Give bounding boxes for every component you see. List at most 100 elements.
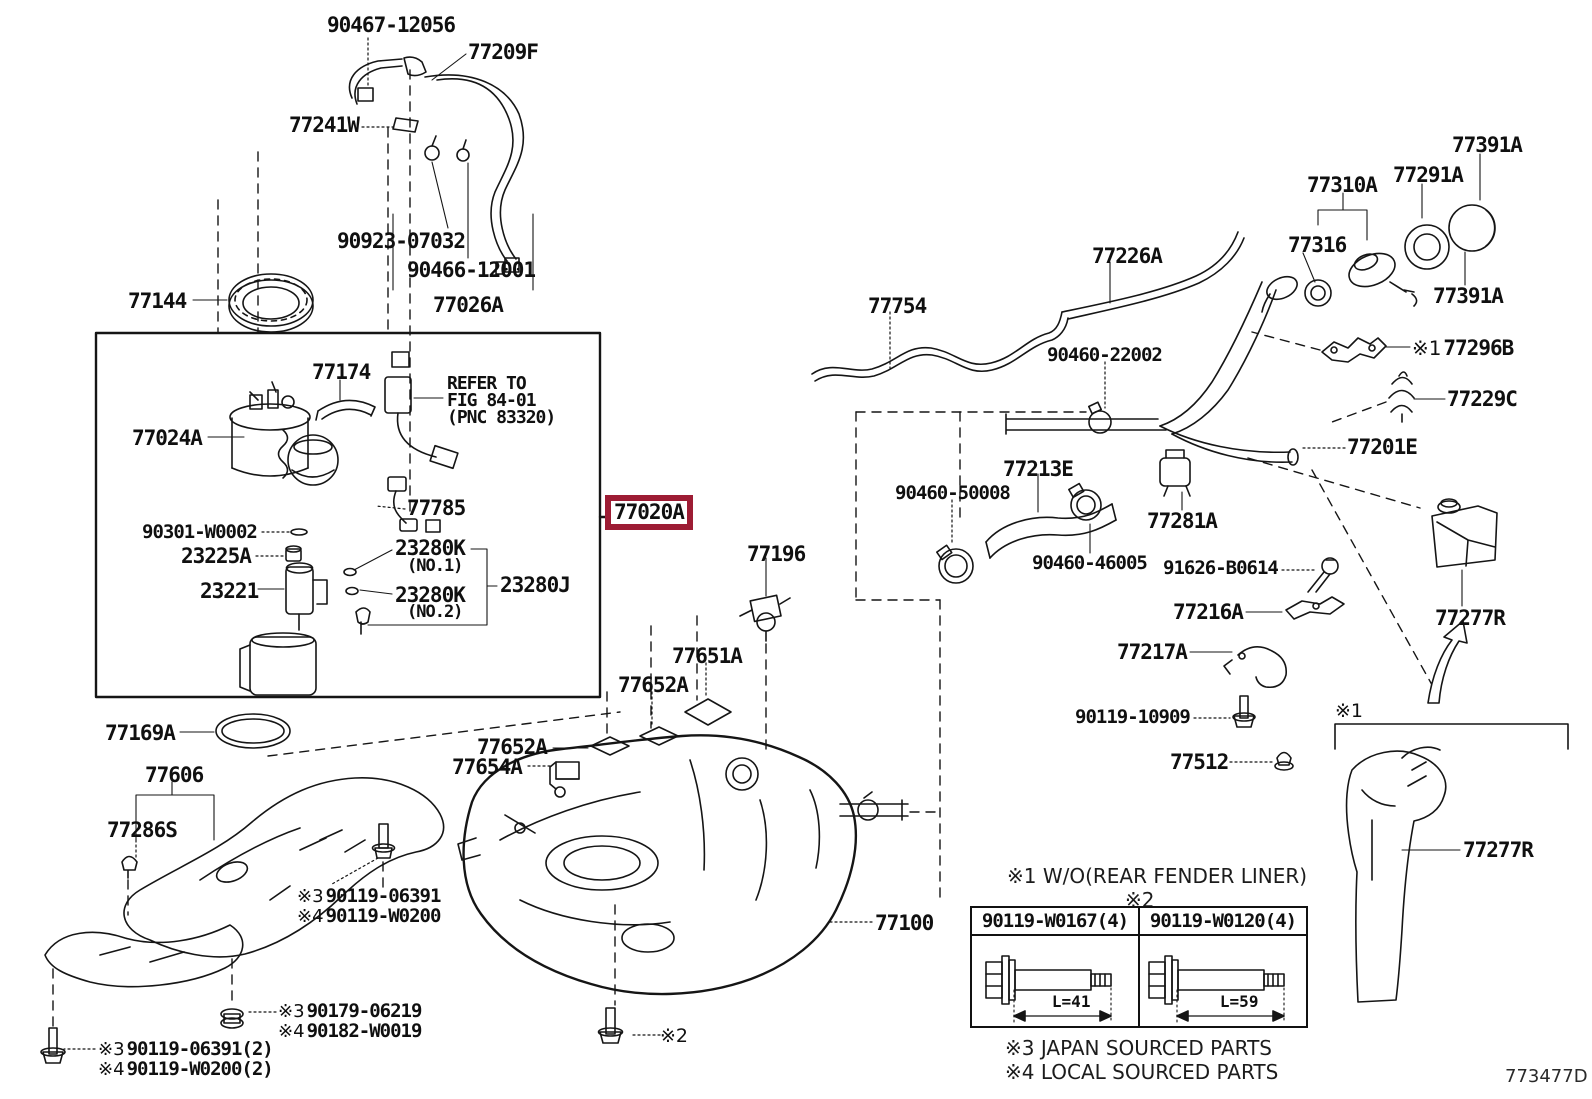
part-label-77020A[interactable]: 77020A xyxy=(605,495,693,530)
part-label-77277R-top[interactable]: 77277R xyxy=(1435,606,1506,630)
bracket-77217A-art xyxy=(1238,647,1286,687)
part-number-text: 90460-50008 xyxy=(895,482,1011,504)
part-label-23225A[interactable]: 23225A xyxy=(181,545,252,568)
part-label-77316[interactable]: 77316 xyxy=(1288,233,1347,257)
table-header-0: 90119-W0167(4) xyxy=(972,908,1138,936)
ring-77316-art xyxy=(1305,280,1331,306)
part-number-text: 90119-10909 xyxy=(1075,706,1191,728)
part-label-77651A[interactable]: 77651A xyxy=(672,645,743,668)
part-label-77209F[interactable]: 77209F xyxy=(468,40,539,64)
bolt-art-left xyxy=(49,1028,57,1054)
part-label-23280K-no1-sub[interactable]: (NO.1) xyxy=(407,557,463,575)
part-label-90466-12001[interactable]: 90466-12001 xyxy=(407,258,536,282)
part-label-77296B[interactable]: ※177296B xyxy=(1412,337,1514,360)
part-label-77785[interactable]: 77785 xyxy=(407,497,466,520)
part-label-77201E[interactable]: 77201E xyxy=(1347,436,1418,459)
part-label-77213E[interactable]: 77213E xyxy=(1003,457,1074,481)
part-label-77226A[interactable]: 77226A xyxy=(1092,244,1163,268)
part-number-text: 77316 xyxy=(1288,233,1347,257)
part-number-text: 77241W xyxy=(289,113,360,137)
part-label-90460-46005[interactable]: 90460-46005 xyxy=(1032,553,1148,574)
part-label-77196[interactable]: 77196 xyxy=(747,543,806,566)
part-number-text: 77277R xyxy=(1435,606,1506,630)
note-local-sourced: ※4 LOCAL SOURCED PARTS xyxy=(1005,1060,1279,1084)
breather-77226A-art xyxy=(1062,232,1238,312)
part-label-77391A-top[interactable]: 77391A xyxy=(1452,134,1523,157)
clip-77286S-art xyxy=(122,857,137,879)
part-number-text: 77654A xyxy=(452,755,523,779)
part-label-77652A-lower[interactable]: 77652A xyxy=(477,736,548,759)
ref-marker: ※4 xyxy=(278,1021,305,1042)
part-label-refer-note[interactable]: REFER TO FIG 84-01 (PNC 83320) xyxy=(447,375,556,427)
part-label-90301-W0002[interactable]: 90301-W0002 xyxy=(142,522,258,543)
direction-arrow-art xyxy=(1428,621,1467,703)
part-label-ref1-right[interactable]: ※1 xyxy=(1335,701,1363,722)
part-label-77216A[interactable]: 77216A xyxy=(1173,600,1244,624)
part-label-77310A[interactable]: 77310A xyxy=(1307,174,1378,197)
table-column-0: 90119-W0167(4) L=41 xyxy=(972,908,1140,1026)
clip-77229C-art xyxy=(1389,372,1414,422)
part-label-77286S[interactable]: 77286S xyxy=(107,819,178,842)
part-label-77217A[interactable]: 77217A xyxy=(1117,641,1188,664)
part-label-90923-07032[interactable]: 90923-07032 xyxy=(337,230,466,253)
tank-protector-art xyxy=(41,778,444,1063)
detail-box-77020A xyxy=(96,333,600,697)
part-label-90467-12056[interactable]: 90467-12056 xyxy=(327,14,456,37)
part-label-90460-22002[interactable]: 90460-22002 xyxy=(1047,345,1163,366)
part-label-77512[interactable]: 77512 xyxy=(1170,751,1229,774)
part-label-23280K-no1[interactable]: 23280K xyxy=(395,537,466,560)
ref-marker: ※4 xyxy=(98,1059,125,1080)
part-label-77754[interactable]: 77754 xyxy=(868,295,927,318)
part-number-text: 77391A xyxy=(1433,284,1504,308)
shield-77277R-top-art xyxy=(1432,506,1497,567)
bolt-size-table: 90119-W0167(4) L=41 90119-W0120( xyxy=(970,906,1308,1028)
part-label-77024A[interactable]: 77024A xyxy=(132,426,203,450)
part-label-23280J[interactable]: 23280J xyxy=(500,574,571,597)
part-label-77169A[interactable]: 77169A xyxy=(105,722,176,745)
part-label-23280K-no2-sub[interactable]: (NO.2) xyxy=(407,603,463,621)
part-number-text: 77024A xyxy=(132,426,203,450)
part-label-77026A[interactable]: 77026A xyxy=(433,294,504,317)
part-label-77174[interactable]: 77174 xyxy=(312,361,371,384)
part-label-ref2-bolt[interactable]: ※2 xyxy=(660,1026,688,1047)
part-label-77391A-bottom[interactable]: 77391A xyxy=(1433,284,1504,308)
part-label-77291A[interactable]: 77291A xyxy=(1393,164,1464,187)
part-label-91626-B0614[interactable]: 91626-B0614 xyxy=(1163,557,1279,579)
part-label-77229C[interactable]: 77229C xyxy=(1447,388,1518,411)
part-number-text: 90466-12001 xyxy=(407,258,536,282)
part-number-text: 77226A xyxy=(1092,244,1163,268)
clip-90467-art xyxy=(358,88,373,101)
part-label-23221[interactable]: 23221 xyxy=(200,580,259,603)
part-label-77652A-upper[interactable]: 77652A xyxy=(618,674,689,697)
fuel-pump-module-art xyxy=(230,352,458,695)
part-number-text: 77216A xyxy=(1173,600,1244,624)
part-label-77281A[interactable]: 77281A xyxy=(1147,510,1218,533)
part-label-77606[interactable]: 77606 xyxy=(145,764,204,787)
part-label-77144[interactable]: 77144 xyxy=(128,290,187,313)
part-label-77277R-bottom[interactable]: 77277R xyxy=(1463,839,1534,862)
part-number-text: 77209F xyxy=(468,40,539,64)
shield-77277R-bottom-art xyxy=(1347,751,1446,1002)
part-label-90119-10909[interactable]: 90119-10909 xyxy=(1075,706,1191,728)
part-label-77654A[interactable]: 77654A xyxy=(452,755,523,779)
bracket-77216A-art xyxy=(1286,597,1344,619)
part-number-text: 91626-B0614 xyxy=(1163,557,1279,579)
part-number-text: 77213E xyxy=(1003,457,1074,481)
part-number-text: 90182-W0019 xyxy=(306,1020,423,1042)
table-column-1: 90119-W0120(4) L=59 xyxy=(1140,908,1306,1026)
table-cell-bolt-59: L=59 xyxy=(1140,936,1306,1026)
part-label-77100[interactable]: 77100 xyxy=(875,912,934,935)
ref-marker: ※3 xyxy=(278,1001,305,1022)
part-label-77241W[interactable]: 77241W xyxy=(289,113,360,137)
part-label-23280K-no2[interactable]: 23280K xyxy=(395,584,466,607)
part-label-90460-50008[interactable]: 90460-50008 xyxy=(895,482,1011,504)
hose-77213E-art xyxy=(986,504,1112,542)
clamp-77281A-art xyxy=(1160,458,1190,486)
fender-shield-art xyxy=(1335,499,1568,1002)
